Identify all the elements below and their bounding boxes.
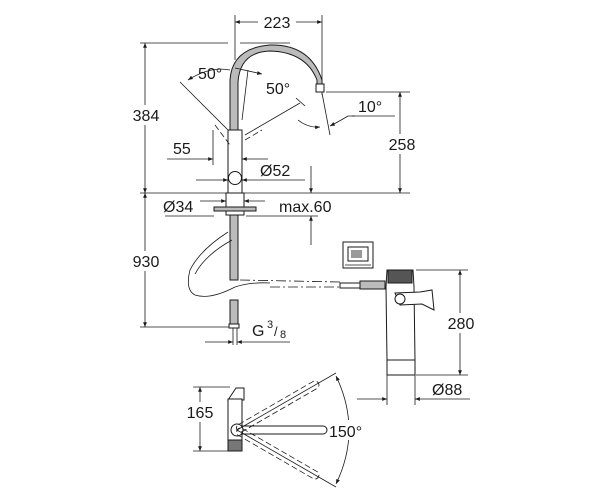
counter-thickness-label: max.60 [279, 199, 332, 216]
supply-hose [229, 214, 239, 281]
handle-offset-label: 55 [173, 141, 191, 158]
nozzle-angle-label: 10° [358, 99, 382, 116]
body-diameter-label: Ø52 [260, 163, 290, 180]
angle-left-label: 50° [198, 66, 222, 83]
pull-out-hose [187, 231, 271, 297]
hose-length-label: 930 [133, 254, 160, 271]
swivel-angle-label: 150° [329, 424, 362, 441]
faucet-side-view: 223 384 50° 50° 10° 258 5 [128, 13, 422, 345]
height-label: 384 [133, 108, 160, 125]
swivel-height-label: 165 [187, 405, 214, 422]
filter-diameter-label: Ø88 [432, 382, 462, 399]
filter-height-label: 280 [448, 316, 475, 333]
faucet-top-view: 150° 165 [182, 372, 372, 488]
thread-slash: / [274, 324, 278, 339]
thread-numerator: 3 [267, 319, 273, 331]
angle-right-label: 50° [266, 81, 290, 98]
reach-label: 223 [264, 15, 291, 32]
handle-knob [228, 171, 242, 185]
filter-unit: 280 Ø88 [339, 269, 480, 405]
thread-label: G [252, 323, 264, 340]
spout-height-label: 258 [389, 137, 416, 154]
nozzle [315, 83, 325, 93]
swivel-spout [232, 425, 328, 435]
mounting-shank [225, 192, 245, 216]
thread-denominator: 8 [280, 329, 286, 341]
hole-diameter-label: Ø34 [163, 199, 193, 216]
display-unit [342, 241, 374, 269]
